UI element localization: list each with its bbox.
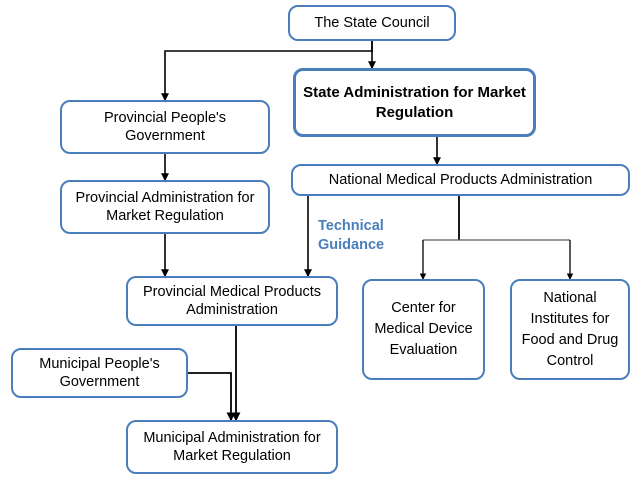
node-nmpa[interactable]: National Medical Products Administration — [291, 164, 630, 196]
node-label: Provincial Administration for Market Reg… — [75, 190, 255, 224]
node-label: Provincial People's Government — [103, 110, 227, 144]
node-state-council[interactable]: The State Council — [288, 5, 456, 41]
node-nifdc[interactable]: National Institutes for Food and Drug Co… — [510, 279, 630, 380]
node-cmde[interactable]: Center for Medical Device Evaluation — [362, 279, 485, 380]
node-label: Center for Medical Device Evaluation — [374, 300, 473, 358]
node-label: Municipal Administration for Market Regu… — [143, 430, 321, 464]
edge-label-technical-guidance: Technical Guidance — [318, 218, 385, 253]
node-provincial-amr[interactable]: Provincial Administration for Market Reg… — [60, 180, 270, 234]
node-label: Provincial Medical Products Administrati… — [142, 284, 322, 318]
node-municipal-peoples-government[interactable]: Municipal People's Government — [11, 348, 188, 398]
node-label: National Institutes for Food and Drug Co… — [521, 289, 619, 369]
node-provincial-mpa[interactable]: Provincial Medical Products Administrati… — [126, 276, 338, 326]
node-label: Municipal People's Government — [39, 356, 160, 390]
node-municipal-amr[interactable]: Municipal Administration for Market Regu… — [126, 420, 338, 474]
edge-municipal-peoples-government-to-municipal-amr — [188, 372, 236, 422]
node-samr[interactable]: State Administration for Market Regulati… — [293, 68, 536, 137]
node-provincial-peoples-government[interactable]: Provincial People's Government — [60, 100, 270, 154]
node-label: The State Council — [314, 15, 430, 31]
node-label: National Medical Products Administration — [328, 172, 593, 188]
node-label: State Administration for Market Regulati… — [303, 83, 526, 121]
